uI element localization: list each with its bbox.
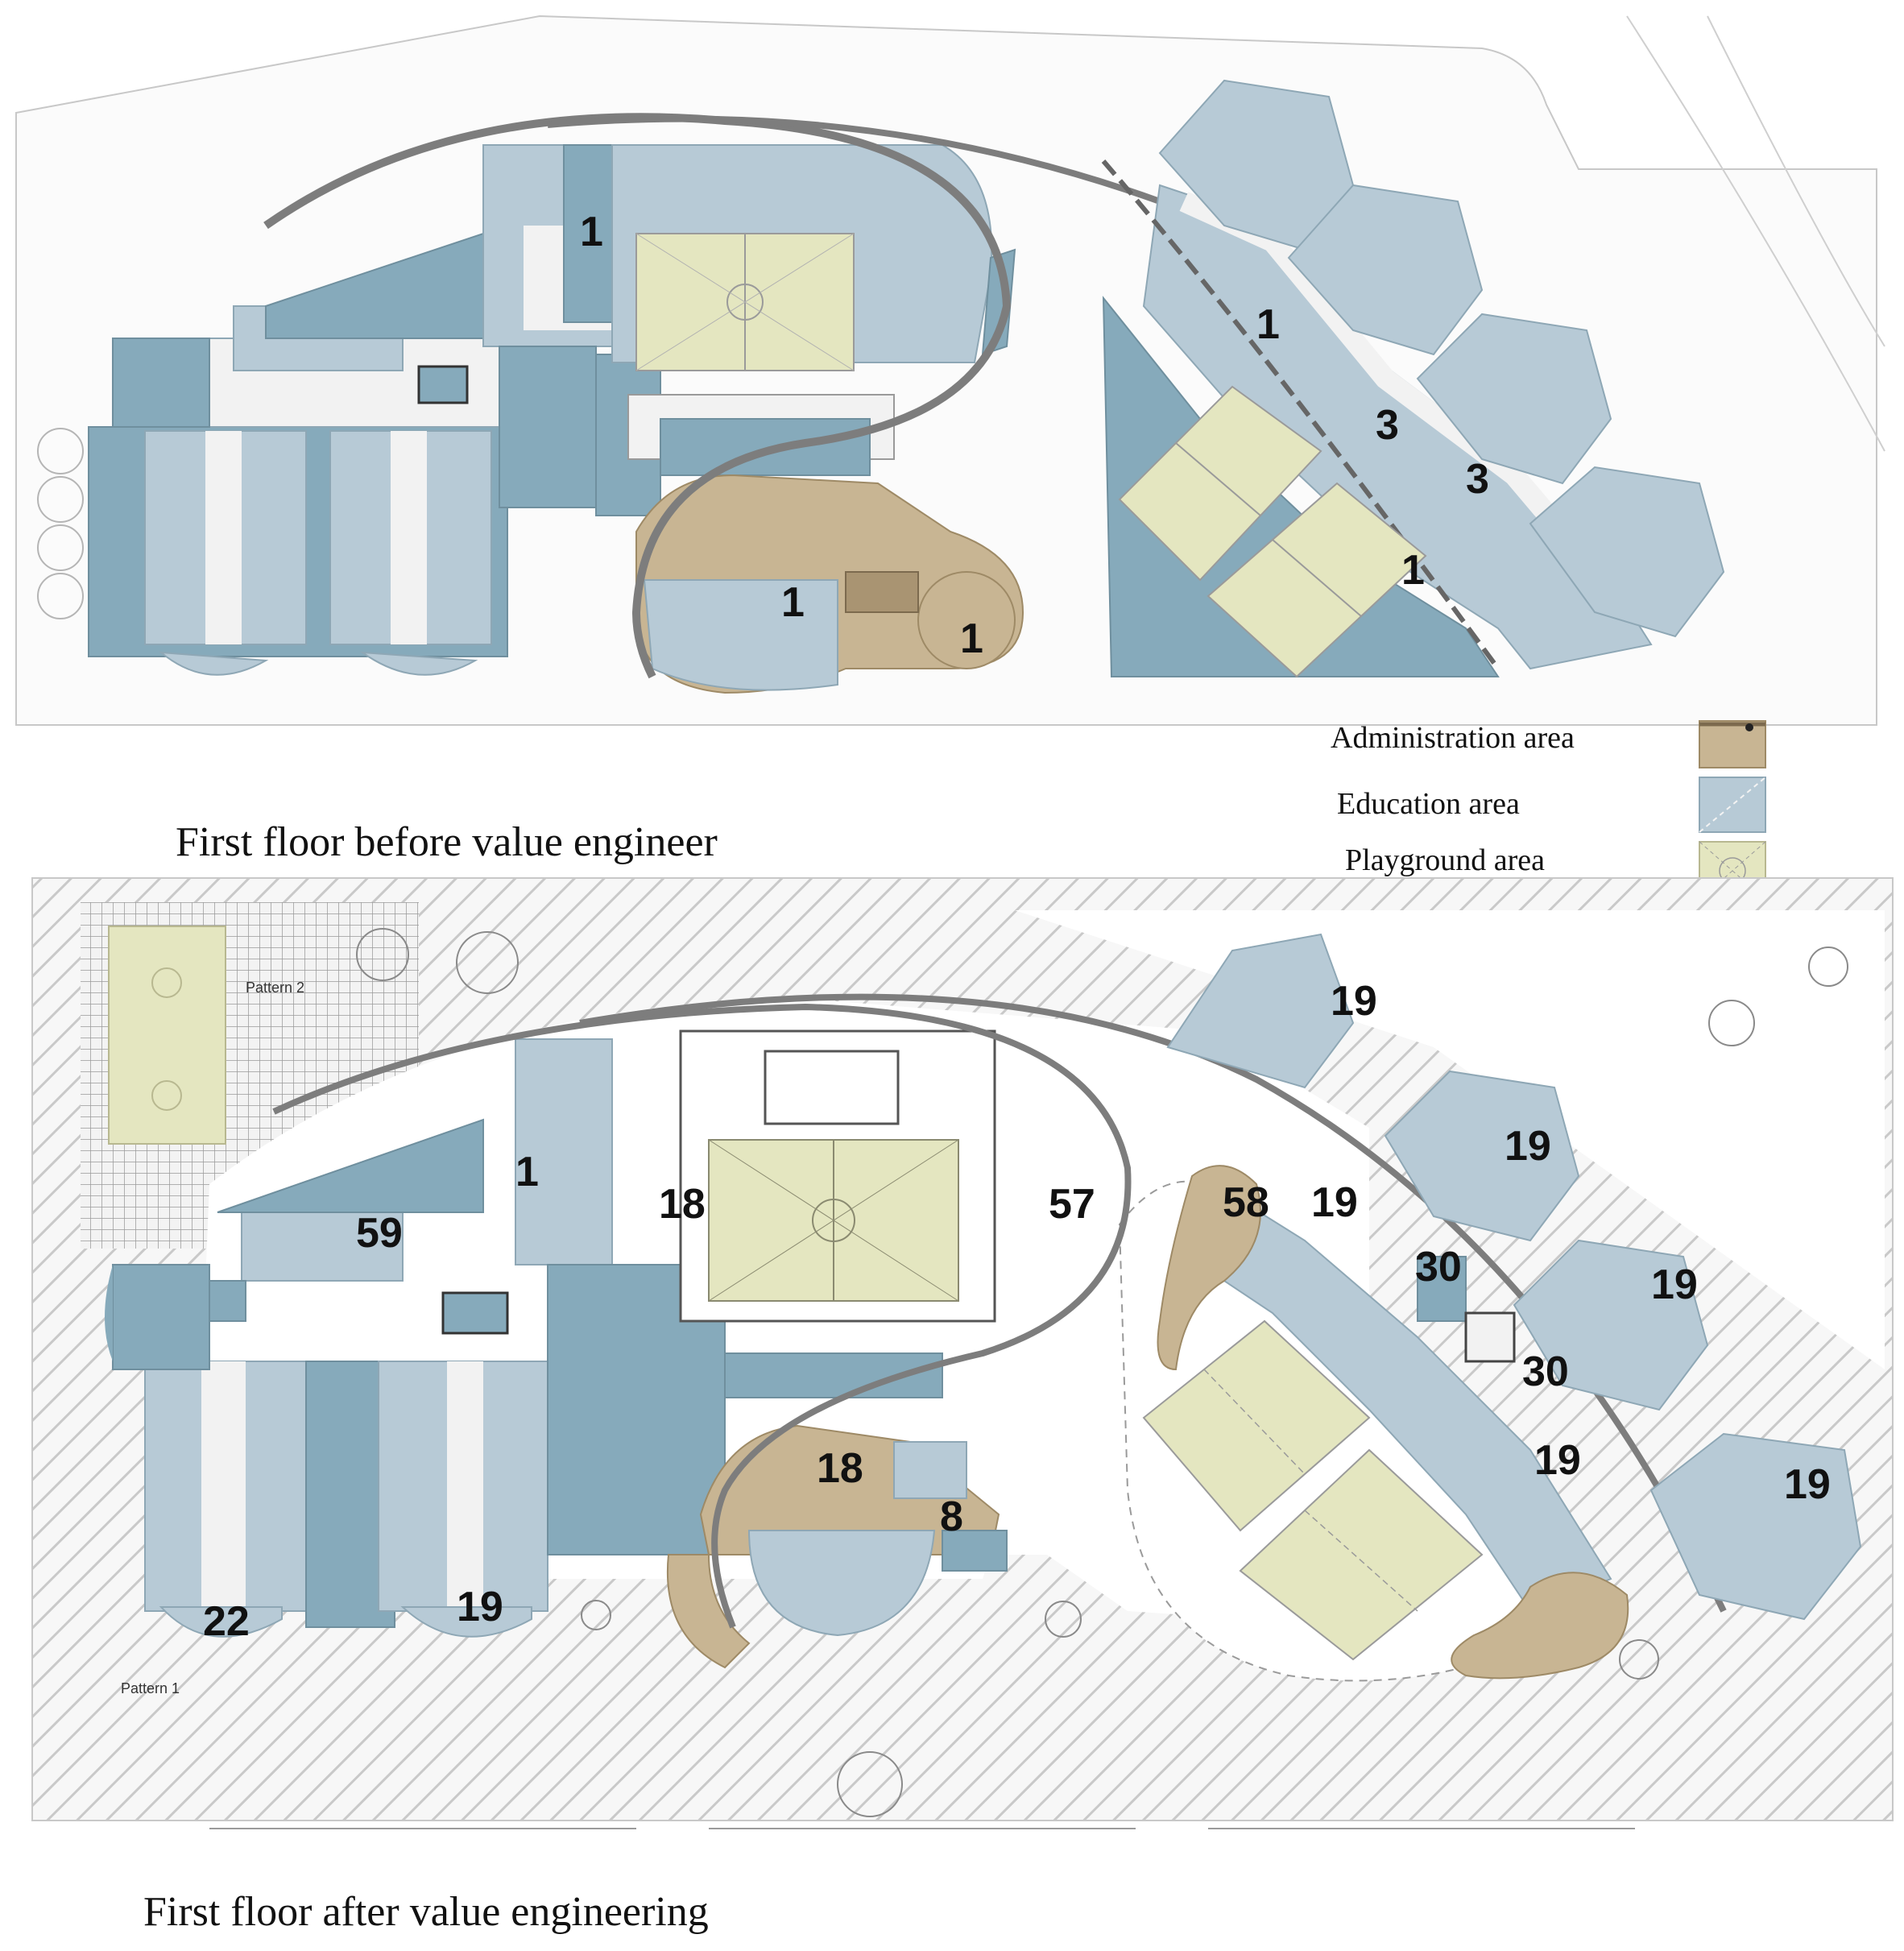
top-right-courts bbox=[1118, 385, 1427, 678]
bottom-number-label: 19 bbox=[1651, 1261, 1698, 1308]
top-right-wing bbox=[1101, 79, 1725, 677]
bottom-floor-plan: Pattern 2 Pattern 1 bbox=[31, 877, 1894, 1829]
bottom-number-label: 8 bbox=[940, 1493, 963, 1540]
top-left-wing bbox=[88, 232, 508, 676]
top-number-label: 3 bbox=[1466, 456, 1489, 503]
bottom-number-label: 19 bbox=[1534, 1437, 1581, 1484]
top-admin-lobe bbox=[635, 474, 1024, 694]
caption-after: First floor after value engineering bbox=[143, 1889, 709, 1935]
pattern-2-label: Pattern 2 bbox=[246, 980, 304, 996]
top-number-label: 1 bbox=[1401, 547, 1425, 594]
bottom-trees bbox=[356, 928, 1848, 1817]
top-floor-plan: 1 1 3 3 1 1 1 bbox=[15, 14, 1885, 726]
bottom-plan-numbers: 19 19 58 19 1 59 18 57 30 19 30 19 19 18… bbox=[203, 978, 1831, 1645]
top-arc-wall bbox=[547, 115, 1161, 205]
bottom-number-label: 30 bbox=[1415, 1244, 1462, 1290]
legend-swatches bbox=[1699, 720, 1766, 901]
bottom-number-label: 59 bbox=[356, 1210, 403, 1257]
bottom-arc-wall bbox=[579, 993, 1727, 1613]
legend-label-administration: Administration area bbox=[1331, 721, 1575, 755]
legend-swatch-administration bbox=[1699, 720, 1766, 768]
bottom-number-label: 19 bbox=[457, 1584, 503, 1630]
top-number-label: 1 bbox=[1256, 301, 1280, 348]
bottom-admin-blob-south bbox=[1451, 1572, 1629, 1680]
top-number-label: 1 bbox=[960, 615, 983, 662]
legend-label-playground: Playground area bbox=[1345, 843, 1545, 877]
caption-before: First floor before value engineer bbox=[176, 819, 718, 865]
top-number-label: 3 bbox=[1376, 402, 1399, 449]
bottom-right-courts bbox=[1142, 1319, 1484, 1661]
bottom-number-label: 19 bbox=[1505, 1123, 1551, 1170]
bottom-central-block bbox=[679, 1029, 996, 1398]
bottom-number-label: 22 bbox=[203, 1598, 250, 1645]
legend-label-education: Education area bbox=[1337, 787, 1520, 821]
top-trees bbox=[37, 428, 84, 619]
bottom-number-label: 19 bbox=[1784, 1461, 1831, 1508]
pattern-1-label: Pattern 1 bbox=[121, 1680, 180, 1696]
top-number-label: 1 bbox=[781, 579, 805, 626]
bottom-number-label: 19 bbox=[1311, 1179, 1358, 1226]
top-number-label: 1 bbox=[580, 209, 603, 255]
bottom-number-label: 58 bbox=[1223, 1179, 1269, 1226]
bottom-number-label: 18 bbox=[817, 1445, 863, 1492]
bottom-number-label: 19 bbox=[1331, 978, 1377, 1025]
bottom-number-label: 18 bbox=[659, 1181, 706, 1228]
bottom-admin-lobe bbox=[666, 1424, 1008, 1669]
bottom-admin-blob-58 bbox=[1157, 1165, 1261, 1371]
bottom-number-label: 57 bbox=[1049, 1181, 1095, 1228]
top-plan-numbers: 1 1 3 3 1 1 1 bbox=[580, 209, 1489, 662]
bottom-number-label: 30 bbox=[1522, 1348, 1569, 1395]
bottom-left-wing bbox=[105, 1038, 726, 1638]
bottom-number-label: 1 bbox=[515, 1149, 539, 1195]
bottom-right-wing bbox=[1166, 933, 1862, 1621]
top-court-main bbox=[635, 233, 855, 371]
